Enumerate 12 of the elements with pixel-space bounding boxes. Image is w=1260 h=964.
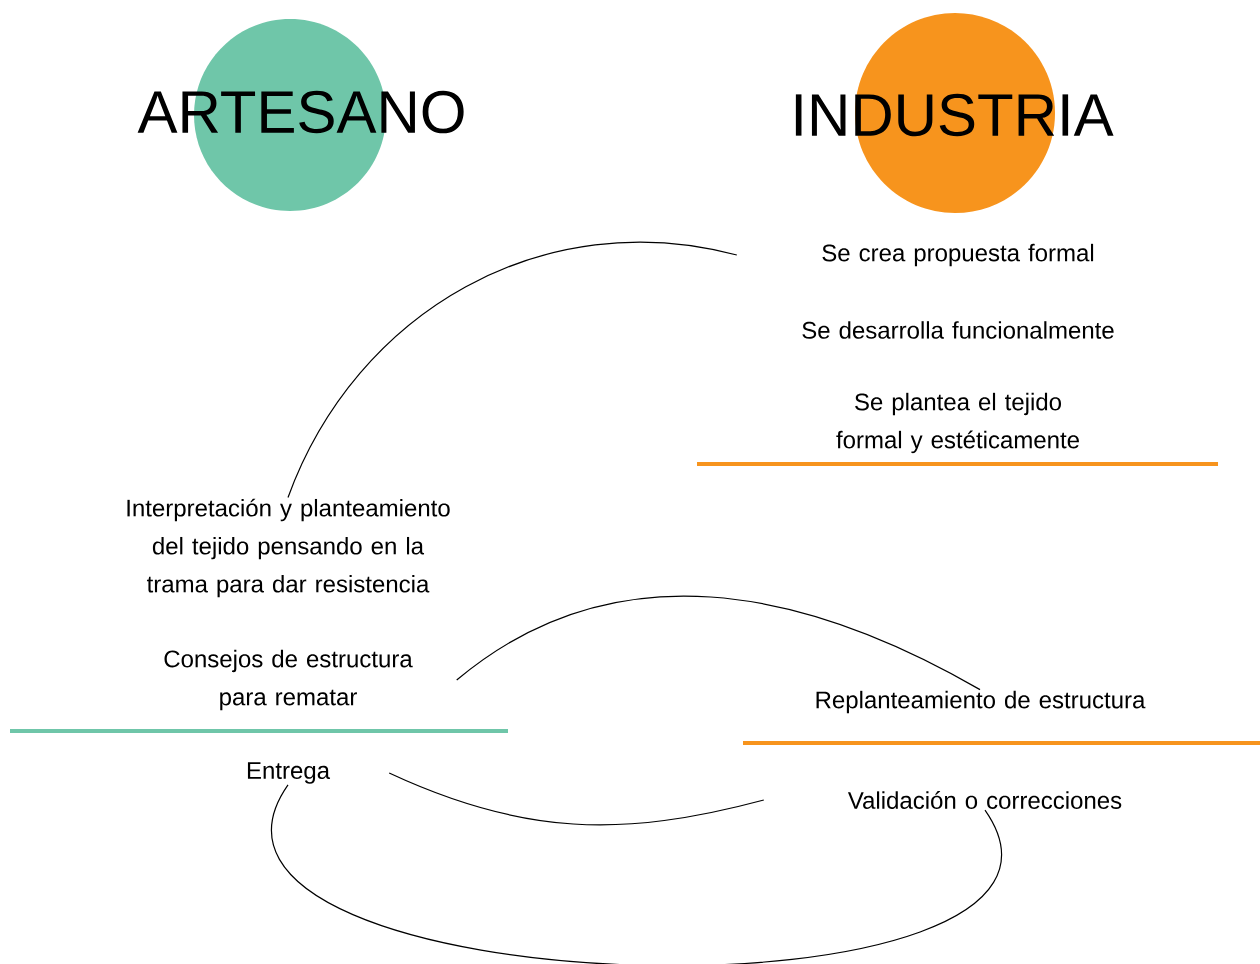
step-text: Entrega [247,762,331,784]
step-text: Validación o correcciones [847,791,1122,809]
step-text: Replanteamiento de estructura [816,690,1146,714]
step-text: Se crea propuesta formal [822,243,1094,267]
arc-connector [271,784,1002,964]
step-text: Se desarrolla funcionalmente [802,321,1114,339]
step-text: Se plantea el tejido formal y estéticamente [836,392,1079,454]
arc-connector [456,595,981,691]
step-text: Consejos de estructura para rematar [164,649,413,711]
step-text: Interpretación y planteamiento del tejido pensando en la trama para dar resistencia [127,498,450,598]
arc-connector [388,772,765,826]
arc-connector [287,241,738,499]
